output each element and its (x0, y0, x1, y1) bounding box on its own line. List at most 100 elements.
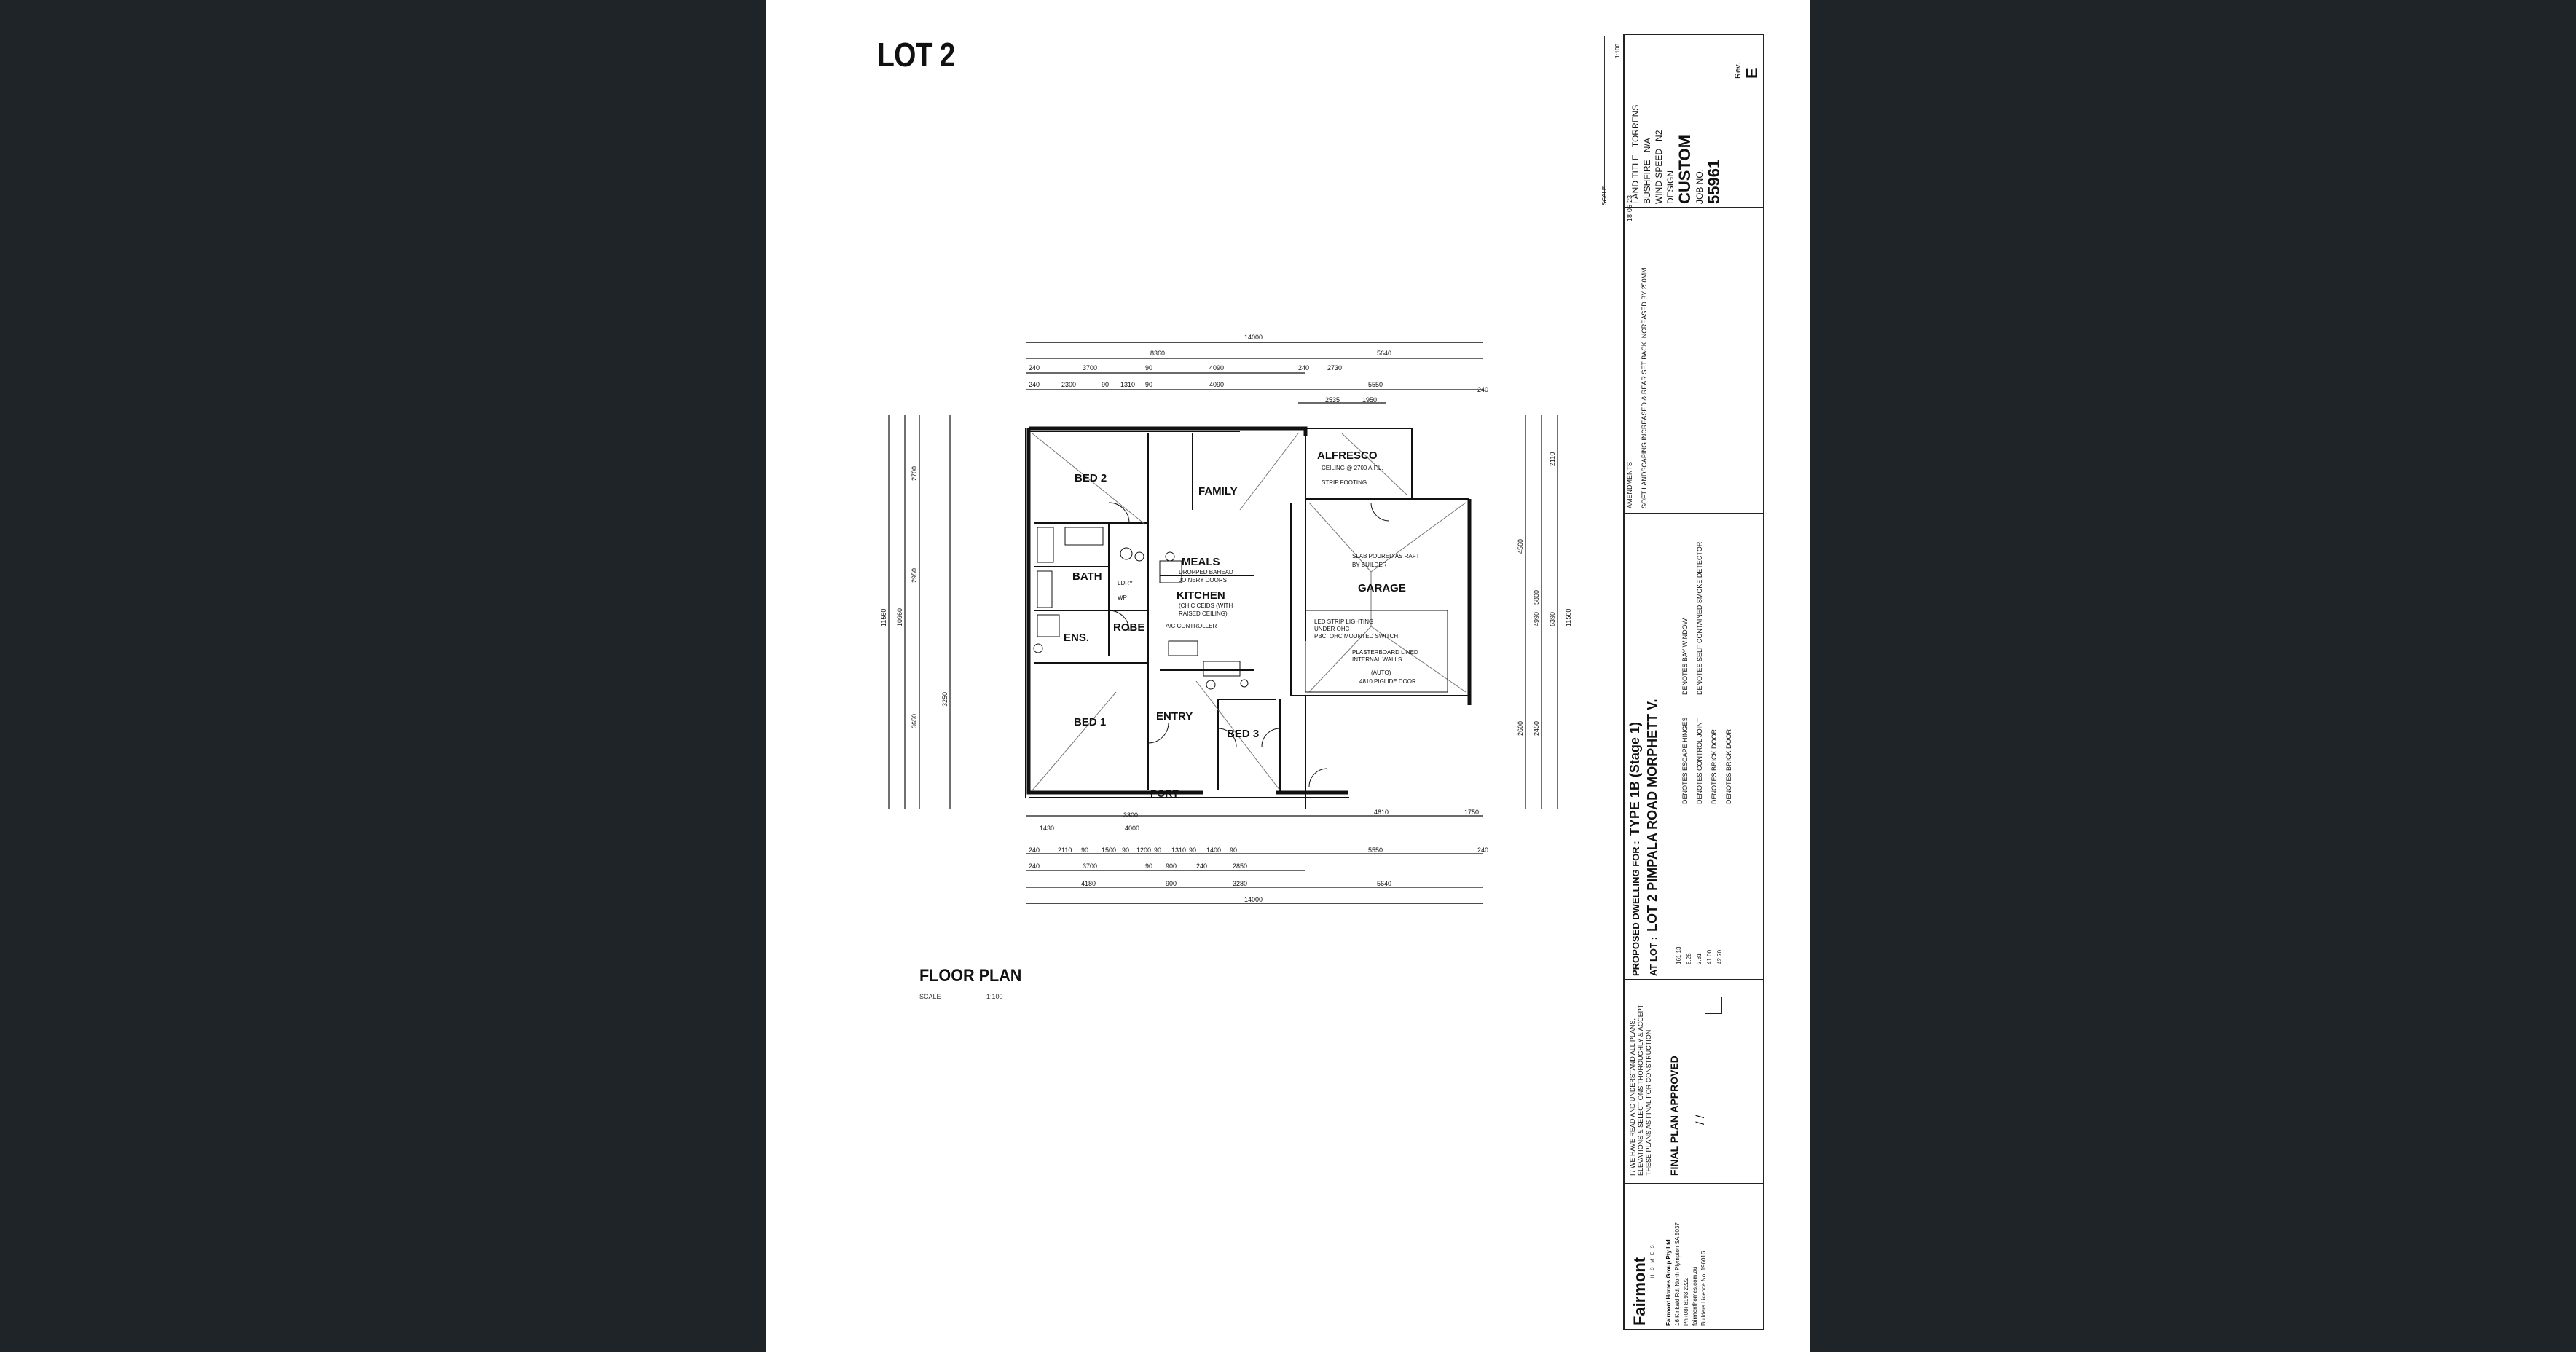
dim-right-g: 2110 (1549, 452, 1556, 466)
dim-bottom-row2-f: 1200 (1136, 846, 1151, 854)
dim-bottom-row4-d: 5640 (1377, 880, 1391, 887)
dim-bottom-row3-d: 900 (1166, 862, 1177, 870)
job-label: JOB NO. (1695, 168, 1705, 204)
inner-walls (1025, 428, 1469, 809)
lot-title: LOT 2 (877, 36, 955, 74)
wind-value: N2 (1654, 130, 1664, 141)
scale-bar-label: SCALE (1601, 186, 1608, 205)
dim-top-row4-f: 4090 (1209, 381, 1224, 388)
dwelling-section: PROPOSED DWELLING FOR : TYPE 1B (Stage 1… (1625, 513, 1763, 980)
dim-bottom-row2-h: 1310 (1171, 846, 1186, 854)
area-4: 41.00 (1706, 949, 1713, 964)
dim-bottom-row1-a: 1430 (1040, 825, 1054, 832)
fixtures (1033, 527, 1249, 690)
dim-top-row3-e: 240 (1298, 364, 1309, 372)
final-plan-date: / / (1695, 1115, 1707, 1125)
garage-note-2: BY BUILDER (1352, 562, 1387, 568)
land-title-row: LAND TITLE TORRENS (1630, 105, 1641, 204)
garage-door-outline (1305, 610, 1448, 693)
dim-bottom-row2-i: 90 (1189, 846, 1196, 854)
title-block-header: LAND TITLE TORRENS BUSHFIRE N/A WIND SPE… (1625, 35, 1763, 208)
dim-top-row4-h: 240 (1477, 386, 1488, 393)
final-plan-label: FINAL PLAN APPROVED (1668, 1056, 1680, 1176)
dim-left-e: 3250 (941, 692, 949, 707)
area-2: 6.26 (1686, 953, 1692, 964)
company-address-1: Fairmont Homes Group Pty Ltd (1665, 1239, 1672, 1326)
roof-lines (1032, 433, 1466, 791)
room-label-alfresco: ALFRESCO (1317, 449, 1378, 462)
dim-bottom-row4-c: 3280 (1233, 880, 1247, 887)
room-label-bath: BATH (1072, 570, 1102, 583)
disclaimer-text: I / WE HAVE READ AND UNDERSTAND ALL PLAN… (1629, 1004, 1652, 1176)
room-label-entry: ENTRY (1156, 710, 1193, 723)
garage-note-5: PBC, OHC MOUNTED SWITCH (1314, 633, 1398, 640)
approval-section: I / WE HAVE READ AND UNDERSTAND ALL PLAN… (1625, 979, 1763, 1184)
garage-note-1: SLAB POURED AS RAFT (1352, 553, 1420, 559)
rev-label: Rev. (1734, 63, 1743, 79)
room-label-bed1: BED 1 (1074, 716, 1106, 728)
approval-checkbox[interactable] (1705, 997, 1722, 1014)
dim-bottom-row2-j: 1400 (1206, 846, 1221, 854)
kitchen-note-2: RAISED CEILING) (1179, 610, 1228, 617)
dim-bottom-row4-b: 900 (1166, 880, 1177, 887)
drawing-sheet: LOT 2 FLOOR PLAN SCALE 1:100 (766, 0, 1810, 1352)
legend-6: DENOTES SELF CONTAINED SMOKE DETECTOR (1696, 541, 1703, 695)
proposed-label: PROPOSED DWELLING FOR : (1630, 841, 1641, 976)
dim-bottom-row2-g: 90 (1154, 846, 1161, 854)
scale-value: 1:100 (986, 993, 1003, 1000)
bushfire-value: N/A (1642, 138, 1652, 153)
dim-top-row4-g: 5550 (1368, 381, 1383, 388)
dim-top-row3-d: 4090 (1209, 364, 1224, 372)
door-swings (1108, 502, 1390, 787)
floor-plan-drawing: BED 2 FAMILY ALFRESCO CEILING @ 2700 A.F… (880, 334, 1572, 904)
garage-note-8: (AUTO) (1371, 669, 1391, 676)
company-address-3: Ph (08) 8193 2222 (1683, 1277, 1689, 1326)
dim-top-row5-a: 2535 (1325, 396, 1340, 404)
dim-top-row5-b: 1950 (1362, 396, 1377, 404)
design-label: DESIGN (1665, 170, 1676, 204)
job-value: 55961 (1705, 159, 1723, 204)
dim-top-row2-b: 5640 (1377, 350, 1391, 357)
amendments-section: 18-05-23 AMENDMENTS SOFT LANDSCAPING INC… (1625, 195, 1763, 514)
dim-top-row4-c: 90 (1102, 381, 1109, 388)
amendments-label: AMENDMENTS (1626, 461, 1633, 508)
room-label-wp: WP (1118, 594, 1127, 601)
dim-bottom-row3-e: 240 (1196, 862, 1207, 870)
dim-top-row4-a: 240 (1029, 381, 1040, 388)
legend-5: DENOTES BAY WINDOW (1681, 618, 1689, 695)
scale-bar (1604, 36, 1611, 203)
room-label-kitchen: KITCHEN (1177, 589, 1225, 602)
dim-top-row4-b: 2300 (1061, 381, 1076, 388)
floor-plan-scale: SCALE 1:100 (919, 993, 1003, 1000)
proposed-dwelling: PROPOSED DWELLING FOR : TYPE 1B (Stage 1… (1627, 722, 1643, 976)
kitchen-note-1: (CHIC CEIDS (WITH (1179, 602, 1233, 609)
dim-right-h: 11560 (1565, 609, 1572, 626)
dim-bottom-row2-l: 5550 (1368, 846, 1383, 854)
garage-note-3: LED STRIP LIGHTING (1314, 618, 1373, 625)
company-sub: H O M E S (1651, 1243, 1655, 1278)
dim-bottom-row2-a: 240 (1029, 846, 1040, 854)
proposed-value: TYPE 1B (Stage 1) (1627, 722, 1642, 836)
company-address-4: fairmonthomes.com.au (1692, 1266, 1698, 1326)
dim-bottom-row2-m: 240 (1477, 846, 1488, 854)
dim-bottom-row2-k: 90 (1230, 846, 1237, 854)
dim-bottom-row3-f: 2850 (1233, 862, 1247, 870)
dim-top-row4-d: 1310 (1120, 381, 1135, 388)
design-value: CUSTOM (1676, 135, 1694, 204)
dim-bottom-row2-d: 1500 (1102, 846, 1116, 854)
dim-left-b: 2700 (911, 466, 918, 481)
bushfire-label: BUSHFIRE (1642, 160, 1652, 204)
meals-note-1: DROPPED BAHEAD (1179, 569, 1233, 575)
dim-top-row3-f: 2730 (1327, 364, 1342, 372)
legend-4: DENOTES BRICK DOOR (1725, 728, 1732, 804)
dim-right-c: 5800 (1533, 590, 1540, 605)
dim-top-row4-e: 90 (1145, 381, 1152, 388)
room-label-meals: MEALS (1182, 556, 1220, 568)
meals-note-2: JOINERY DOORS (1179, 577, 1227, 583)
room-label-garage: GARAGE (1358, 582, 1406, 594)
alfresco-note: CEILING @ 2700 A.F.L. (1322, 465, 1383, 471)
legend-3: DENOTES BRICK DOOR (1711, 728, 1718, 804)
dim-right-f: 2450 (1533, 721, 1540, 736)
dim-left-c: 2950 (911, 568, 918, 583)
bushfire-row: BUSHFIRE N/A (1642, 138, 1652, 204)
